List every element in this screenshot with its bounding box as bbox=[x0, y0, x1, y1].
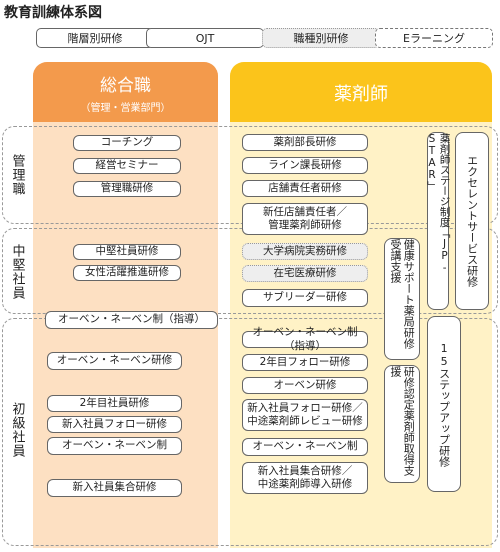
general-column-title: 総合職 bbox=[100, 76, 151, 96]
gen-mid-training: 中堅社員研修 bbox=[73, 244, 181, 260]
band-junior bbox=[2, 318, 498, 546]
gen-newcomer-followup: 新入社員フォロー研修 bbox=[47, 416, 182, 433]
ph-oben-system-lead: オーベン・ネーベン制（指導） bbox=[242, 326, 368, 352]
vbox-health-support: 健康サポート薬局研修受講支援 bbox=[384, 238, 420, 360]
gen-oben-training: オーベン・ネーベン研修 bbox=[47, 352, 182, 370]
ph-store-manager: 店舗責任者研修 bbox=[242, 180, 368, 197]
gen-mgmt-seminar: 経営セミナー bbox=[73, 158, 181, 174]
ph-newcomer-followup: 新入社員フォロー研修／ 中途薬剤師レビュー研修 bbox=[242, 399, 368, 431]
legend-job-type: 職種別研修 bbox=[262, 28, 380, 48]
ph-oben-training: オーベン研修 bbox=[242, 377, 368, 394]
general-column-header: 総合職 （管理・営業部門） bbox=[33, 62, 218, 122]
row-label-junior: 初級社員 bbox=[9, 402, 25, 458]
vbox-fifteen-step: 15ステップアップ研修 bbox=[427, 316, 461, 492]
legend-elearning: Eラーニング bbox=[375, 28, 493, 48]
page-title: 教育訓練体系図 bbox=[4, 5, 102, 21]
ph-oben-system: オーベン・ネーベン制 bbox=[242, 438, 368, 456]
legend-ojt: OJT bbox=[146, 28, 264, 48]
ph-new-store-manager: 新任店舗責任者／ 管理薬剤師研修 bbox=[242, 203, 368, 235]
gen-newcomer-group: 新入社員集合研修 bbox=[47, 479, 182, 497]
gen-mgmt-training: 管理職研修 bbox=[73, 181, 181, 197]
ph-home-care: 在宅医療研修 bbox=[242, 265, 368, 282]
gen-oben-system-lead: オーベン・ネーベン制（指導） bbox=[45, 311, 218, 329]
gen-women: 女性活躍推進研修 bbox=[73, 265, 181, 281]
ph-line-manager: ライン課長研修 bbox=[242, 157, 368, 174]
legend-tiered: 階層別研修 bbox=[36, 28, 154, 48]
ph-dept-head: 薬剤部長研修 bbox=[242, 134, 368, 151]
ph-newcomer-group: 新入社員集合研修／ 中途薬剤師導入研修 bbox=[242, 462, 368, 494]
general-column-subtitle: （管理・営業部門） bbox=[80, 103, 171, 114]
gen-oben-system: オーベン・ネーベン制 bbox=[47, 437, 182, 455]
gen-coaching: コーチング bbox=[73, 135, 181, 151]
ph-univ-hospital: 大学病院実務研修 bbox=[242, 243, 368, 260]
pharmacist-column-header: 薬剤師 bbox=[230, 62, 492, 122]
vbox-excellent-service: エクセレントサービス研修 bbox=[455, 132, 489, 310]
ph-sub-leader: サブリーダー研修 bbox=[242, 289, 368, 307]
ph-second-year-followup: 2年目フォロー研修 bbox=[242, 354, 368, 371]
vbox-certified: 研修認定薬剤師取得支援 bbox=[384, 365, 420, 483]
row-label-management: 管理職 bbox=[9, 154, 25, 196]
pharmacist-column-title: 薬剤師 bbox=[334, 84, 388, 105]
row-label-mid: 中堅社員 bbox=[9, 244, 25, 300]
gen-second-year: 2年目社員研修 bbox=[47, 395, 182, 412]
vbox-jp-star: 薬剤師ステージ制度「JP-STAR」 bbox=[426, 132, 451, 310]
